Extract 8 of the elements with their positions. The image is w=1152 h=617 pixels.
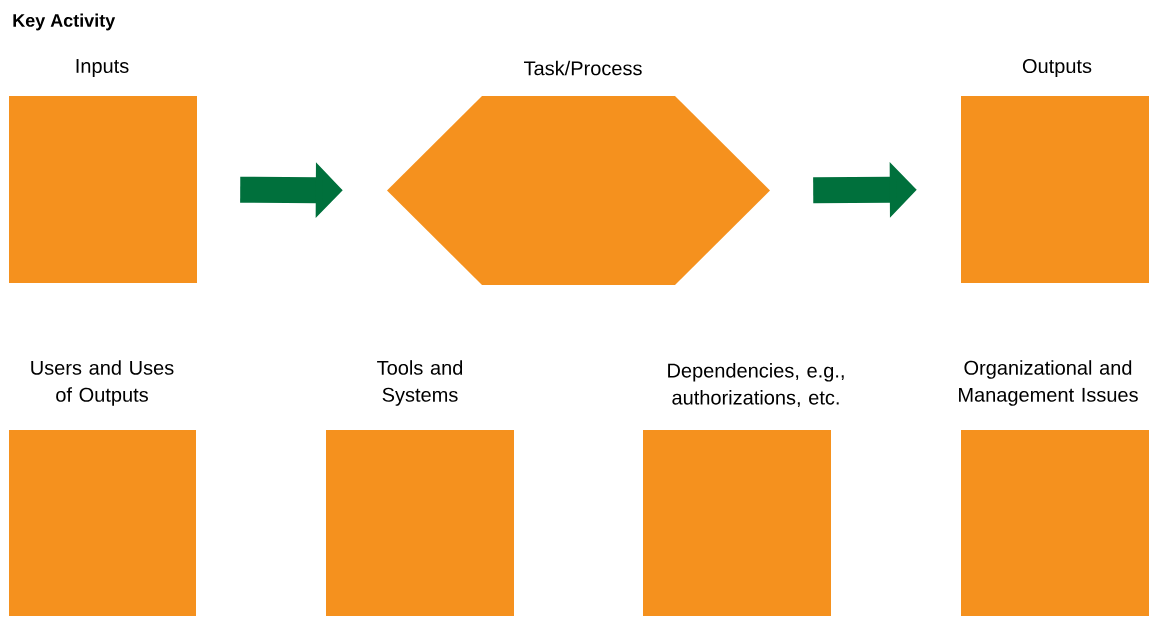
heading-label: Inputs [76, 59, 129, 77]
heading-label: Task/Process [524, 60, 642, 76]
heading-label: Users and Uses of Outputs [31, 360, 174, 406]
heading: Key Activity [13, 13, 116, 31]
heading-label: Dependencies, e.g., authorizations, etc. [668, 362, 844, 407]
heading-label: Organizational and Management Issues [959, 360, 1138, 406]
heading-label: Tools and Systems [377, 360, 463, 406]
heading-label: Outputs [1022, 58, 1092, 78]
